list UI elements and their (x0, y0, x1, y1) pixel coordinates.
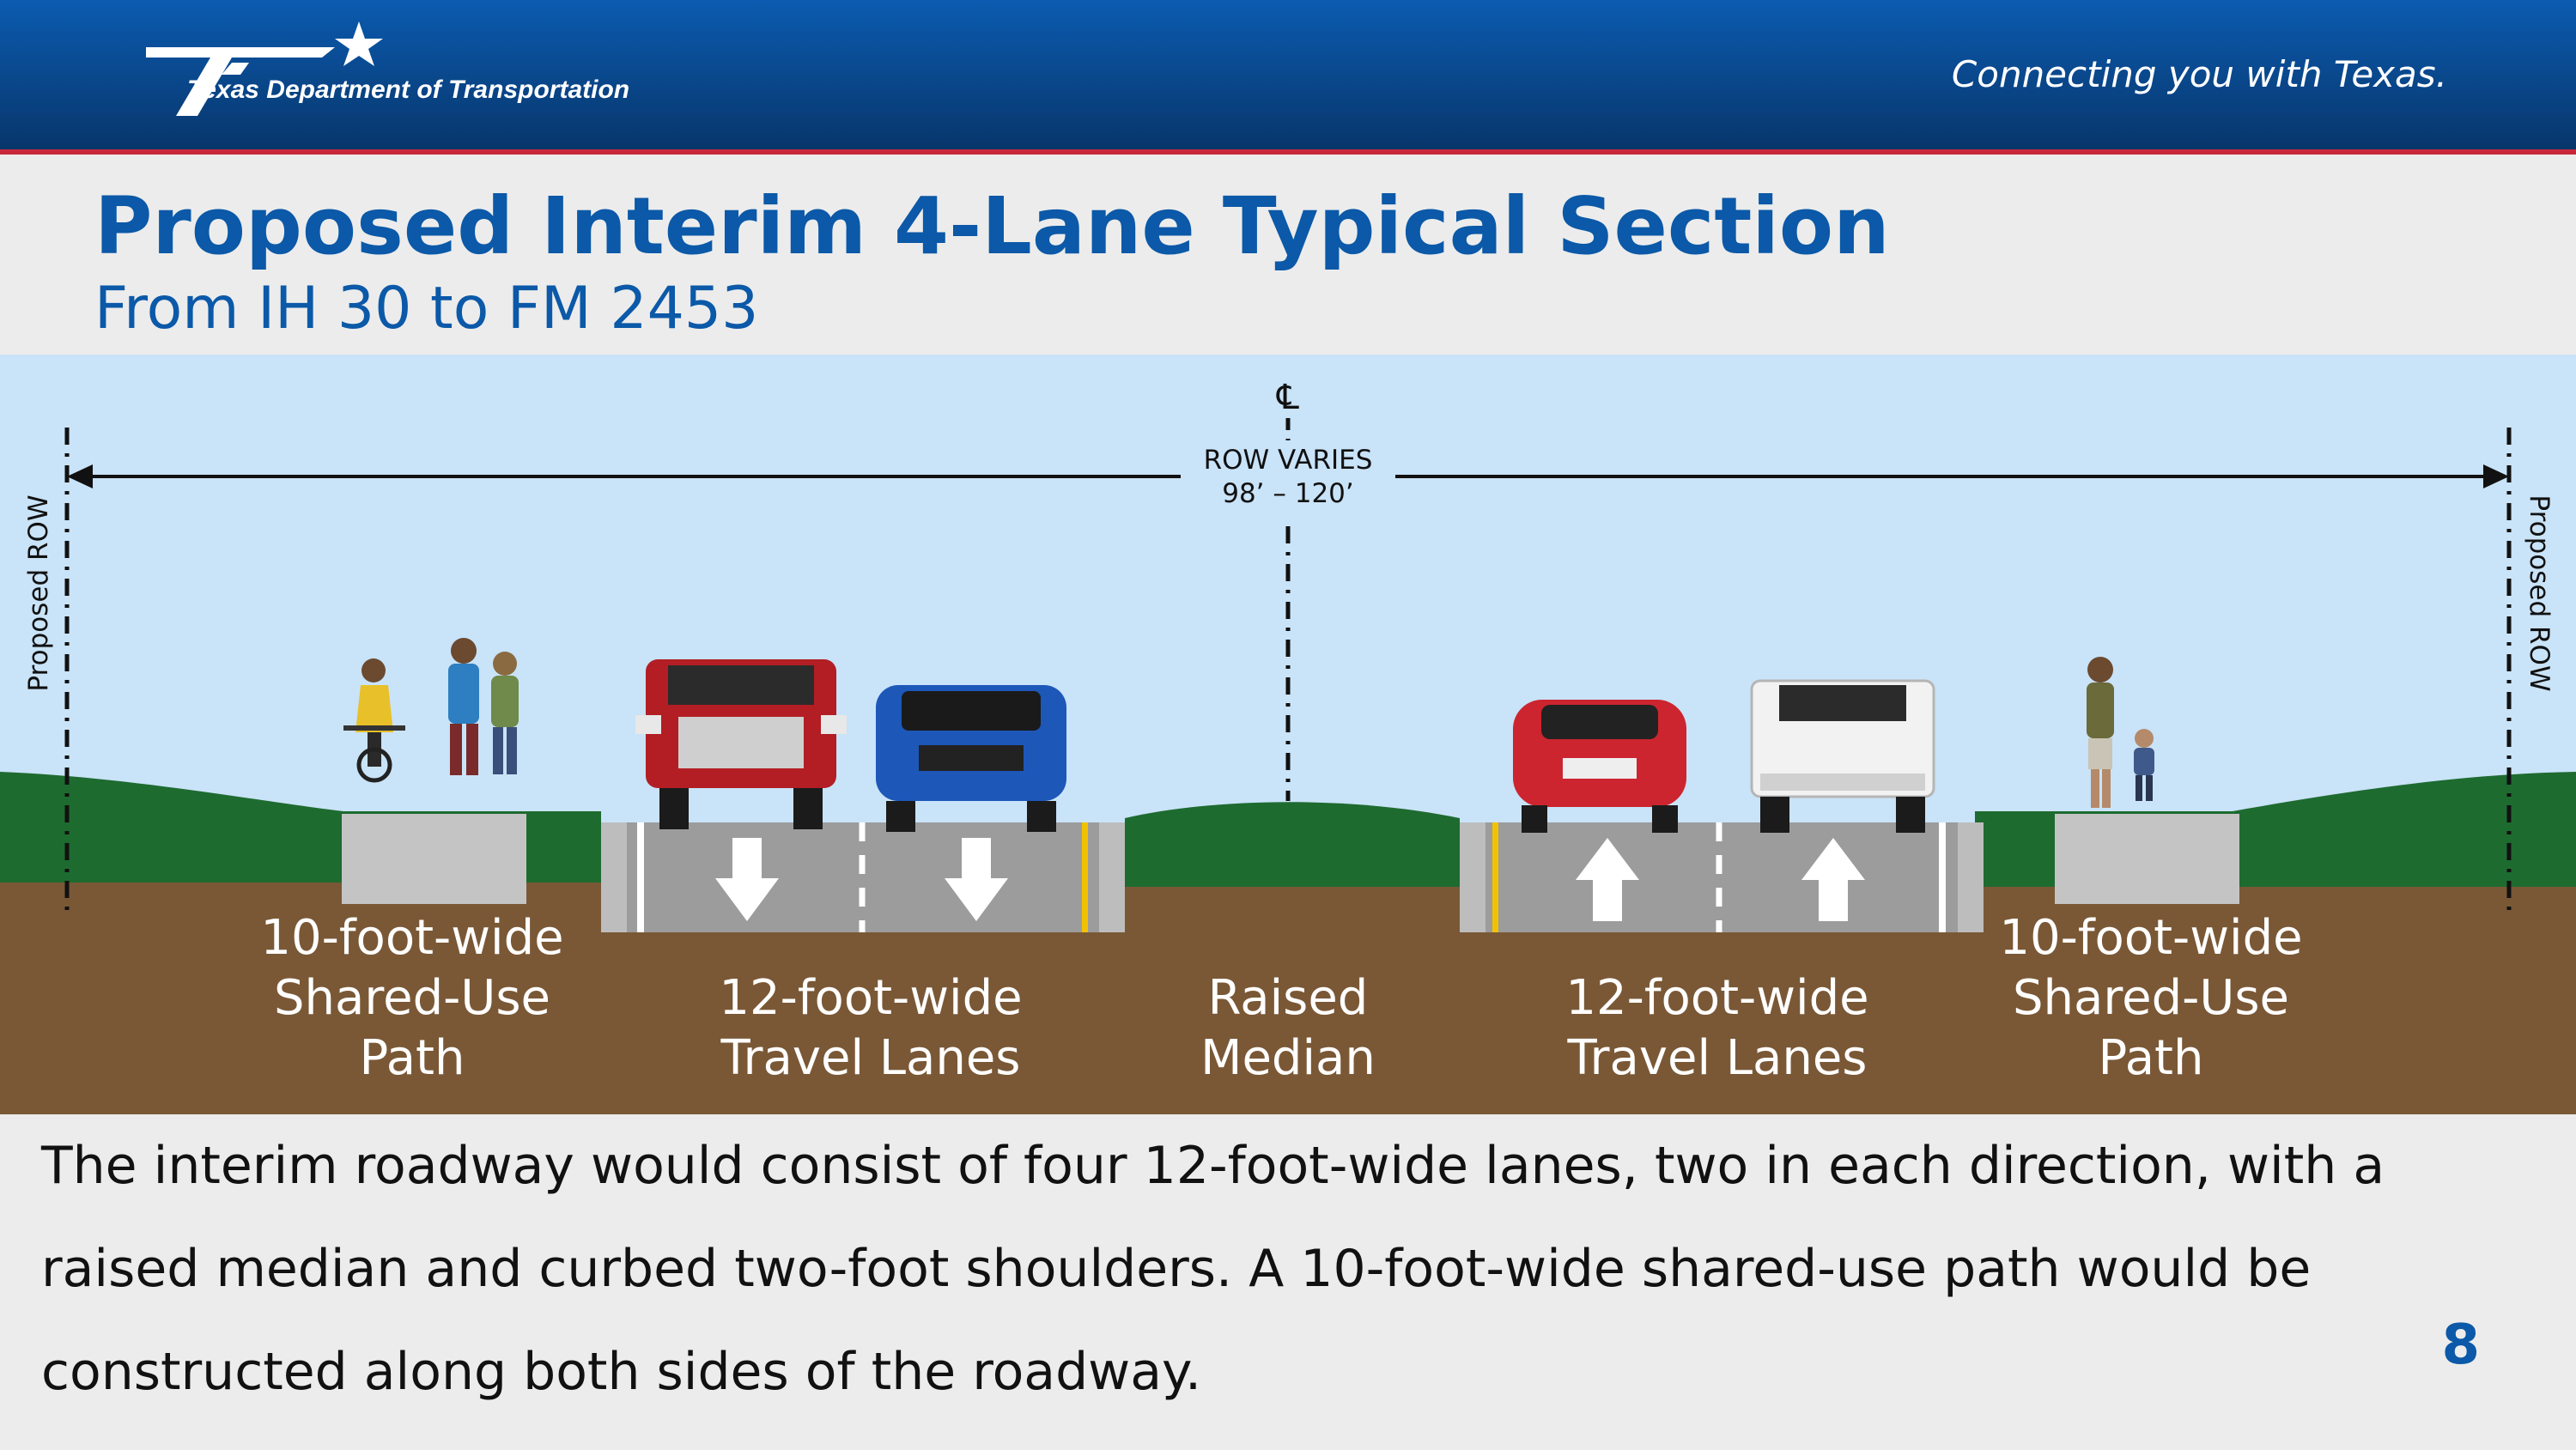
section-label-left-lanes-line1: 12-foot-wide (719, 970, 1022, 1026)
typical-section-diagram: ℄ ROW VARIES 98’ – 120’ Proposed ROW Pro… (0, 355, 2576, 1114)
section-label-median-line1: Raised (1208, 970, 1369, 1026)
tagline: Connecting you with Texas. (1951, 53, 2447, 95)
cyclist-icon (343, 658, 405, 783)
row-arrow-left-icon (67, 464, 93, 488)
section-label-right-path-line1: 10-foot-wide (1999, 910, 2302, 966)
section-label-left-lanes-line2: Travel Lanes (720, 1030, 1021, 1086)
right-curb (1958, 822, 1984, 932)
pedestrian-icon (2087, 657, 2114, 808)
up-arrow-icon (1576, 838, 1639, 921)
row-range-label: 98’ – 120’ (1222, 478, 1354, 509)
txdot-star-logo-icon (146, 21, 383, 116)
section-label-right-path-line2: Shared-Use (2013, 970, 2289, 1026)
section-label-median-line2: Median (1200, 1030, 1376, 1086)
right-shared-use-path (2055, 814, 2239, 904)
row-varies-label: ROW VARIES (1204, 445, 1373, 476)
right-proposed-row-label: Proposed ROW (2524, 494, 2555, 691)
left-curb (601, 822, 627, 932)
org-name: Texas Department of Transportation (187, 76, 630, 104)
right-lane-edge (1939, 822, 1946, 932)
runner-icon (448, 638, 479, 775)
description-text: The interim roadway would consist of fou… (41, 1136, 2385, 1402)
runner-icon (491, 652, 519, 774)
up-arrow-icon (1801, 838, 1865, 921)
left-median-curb (1099, 822, 1125, 932)
blue-suv-icon (876, 685, 1066, 832)
page-subtitle: From IH 30 to FM 2453 (94, 275, 759, 343)
right-yellow-line (1492, 822, 1498, 932)
pedestrian-icon (2134, 729, 2154, 801)
left-lane-edge (637, 822, 644, 932)
left-yellow-line (1082, 822, 1088, 932)
page-number: 8 (2441, 1313, 2480, 1377)
section-label-right-lanes-line1: 12-foot-wide (1565, 970, 1868, 1026)
soil-band (0, 887, 2576, 1114)
left-shared-use-path (342, 814, 526, 904)
cl-label-bg (1262, 375, 1314, 418)
section-label-left-path-line2: Shared-Use (274, 970, 550, 1026)
page-title: Proposed Interim 4-Lane Typical Section (94, 180, 1890, 272)
header-bar: Texas Department of Transportation Conne… (0, 0, 2576, 155)
red-truck-icon (635, 659, 847, 829)
row-arrow-right-icon (2483, 464, 2509, 488)
right-median-curb (1460, 822, 1485, 932)
section-label-right-lanes-line2: Travel Lanes (1567, 1030, 1868, 1086)
left-proposed-row-label: Proposed ROW (23, 494, 54, 691)
median-grass (1125, 802, 1460, 887)
centerline-symbol: ℄ (1276, 378, 1299, 417)
section-label-right-path-line3: Path (2098, 1030, 2203, 1086)
down-arrow-icon (715, 838, 779, 921)
red-car-icon (1513, 700, 1686, 833)
white-truck-icon (1750, 679, 1935, 833)
section-label-left-path-line1: 10-foot-wide (260, 910, 563, 966)
section-label-left-path-line3: Path (359, 1030, 465, 1086)
down-arrow-icon (945, 838, 1008, 921)
row-label-bg (1181, 440, 1395, 518)
